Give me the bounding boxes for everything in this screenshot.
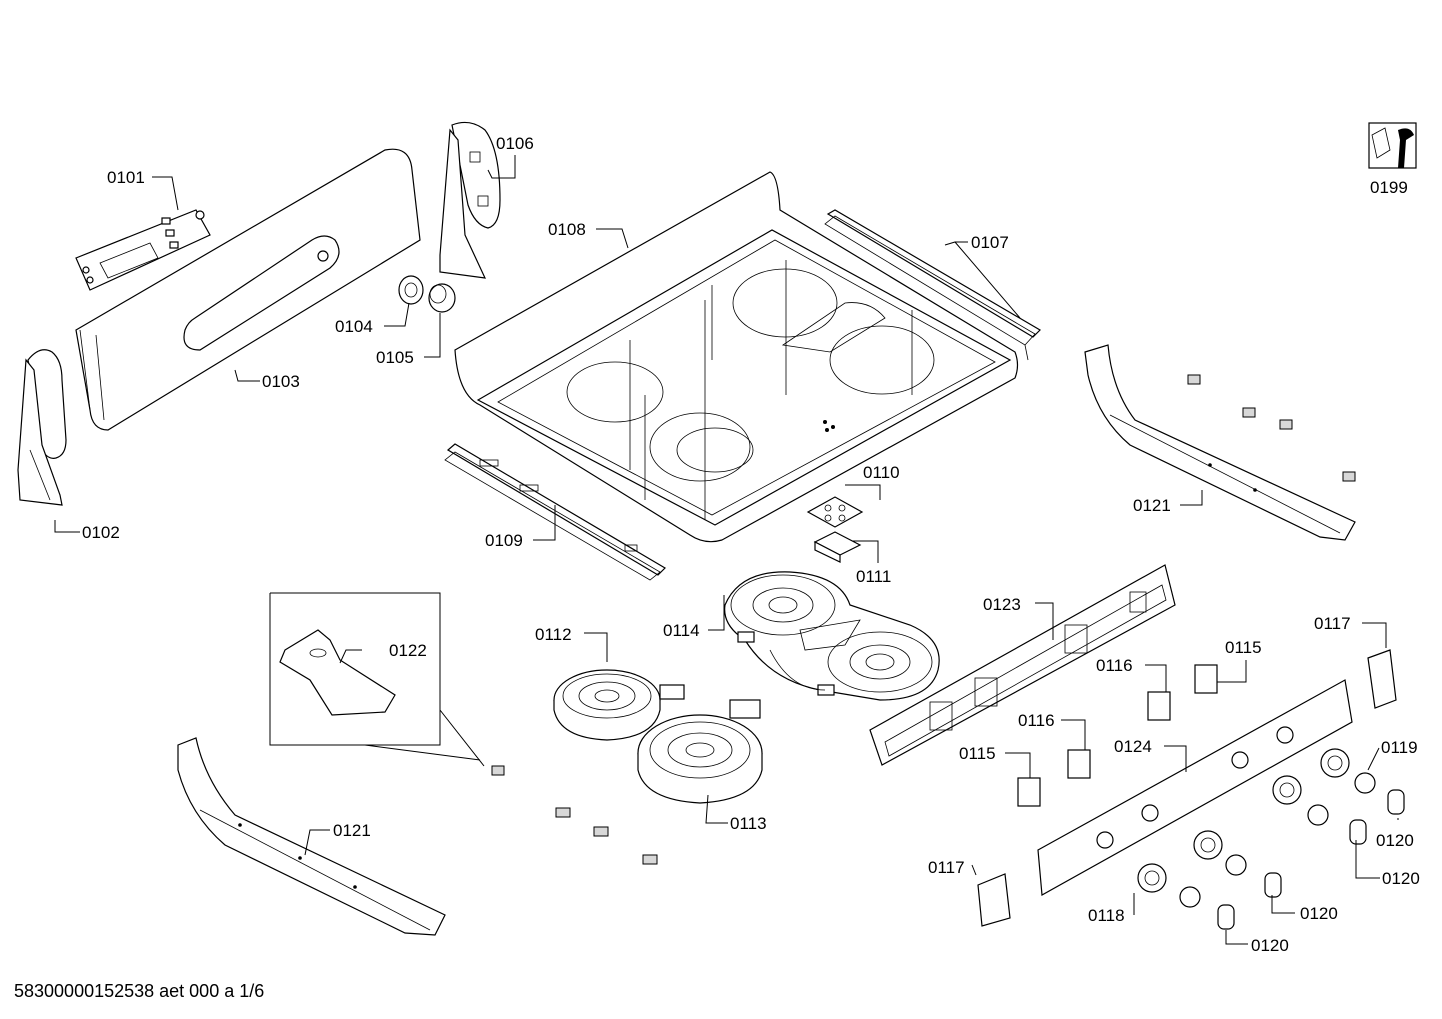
- label-0115: 0115: [1225, 638, 1262, 657]
- part-0109-front-rail[interactable]: [444, 443, 666, 581]
- part-0111-switch[interactable]: [813, 531, 862, 563]
- part-0104-ring[interactable]: [398, 275, 424, 305]
- leader-lines: [54, 155, 1399, 945]
- document-id: 58300000152538 aet 000 a 1/6: [14, 981, 265, 1001]
- part-0101-control-board[interactable]: [75, 209, 211, 291]
- label-0116: 0116: [1018, 711, 1055, 730]
- label-0120: 0120: [1382, 869, 1420, 888]
- part-0113-element[interactable]: [637, 699, 763, 804]
- label-0120: 0120: [1300, 904, 1338, 923]
- part-0102-left-endcap[interactable]: [17, 349, 67, 506]
- label-0124: 0124: [1114, 737, 1152, 756]
- part-0123-rear-panel[interactable]: [869, 564, 1176, 766]
- label-0109: 0109: [485, 531, 523, 550]
- part-labels: 0101 0102 0103 0104 0105 0106 0107 0108 …: [82, 134, 1420, 955]
- wrench-nut-icon: [1368, 122, 1417, 169]
- label-0199: 0199: [1370, 178, 1408, 197]
- label-0118: 0118: [1088, 906, 1125, 925]
- part-0105-cap[interactable]: [428, 283, 456, 313]
- label-0116: 0116: [1096, 656, 1133, 675]
- label-0117: 0117: [1314, 614, 1351, 633]
- part-clips-lower[interactable]: [555, 807, 658, 865]
- part-0121-bracket-upper[interactable]: [1084, 344, 1356, 541]
- label-0106: 0106: [496, 134, 534, 153]
- part-knobs[interactable]: [1137, 748, 1405, 930]
- part-0114-dual-element[interactable]: [724, 571, 940, 701]
- label-0107: 0107: [971, 233, 1009, 252]
- label-0114: 0114: [663, 621, 700, 640]
- label-0120: 0120: [1251, 936, 1289, 955]
- label-0102: 0102: [82, 523, 120, 542]
- part-0121-bracket-lower[interactable]: [177, 737, 446, 936]
- label-0104: 0104: [335, 317, 373, 336]
- label-0121: 0121: [333, 821, 371, 840]
- label-0103: 0103: [262, 372, 300, 391]
- part-0110-label[interactable]: [806, 496, 864, 528]
- label-0117: 0117: [928, 858, 965, 877]
- part-0103-backguard[interactable]: [75, 148, 421, 431]
- label-0123: 0123: [983, 595, 1021, 614]
- label-0108: 0108: [548, 220, 586, 239]
- part-0106-right-endcap[interactable]: [439, 121, 501, 279]
- part-0107-rear-rail[interactable]: [824, 209, 1041, 361]
- label-0119: 0119: [1381, 738, 1418, 757]
- label-0111: 0111: [856, 567, 891, 586]
- part-switches[interactable]: [1017, 664, 1218, 807]
- part-0108-cooktop-glass[interactable]: [454, 171, 1019, 543]
- part-0112-element[interactable]: [553, 669, 685, 741]
- label-0110: 0110: [863, 463, 900, 482]
- label-0115: 0115: [959, 744, 996, 763]
- label-0122: 0122: [389, 641, 427, 660]
- part-0117-end-blocks[interactable]: [977, 649, 1397, 927]
- label-0101: 0101: [107, 168, 145, 187]
- label-0112: 0112: [535, 625, 572, 644]
- label-0113: 0113: [730, 814, 767, 833]
- label-0105: 0105: [376, 348, 414, 367]
- label-0121: 0121: [1133, 496, 1171, 515]
- part-0124-control-fascia[interactable]: [1037, 679, 1353, 896]
- part-0122-clip-detail[interactable]: [269, 592, 505, 776]
- label-0120: 0120: [1376, 831, 1414, 850]
